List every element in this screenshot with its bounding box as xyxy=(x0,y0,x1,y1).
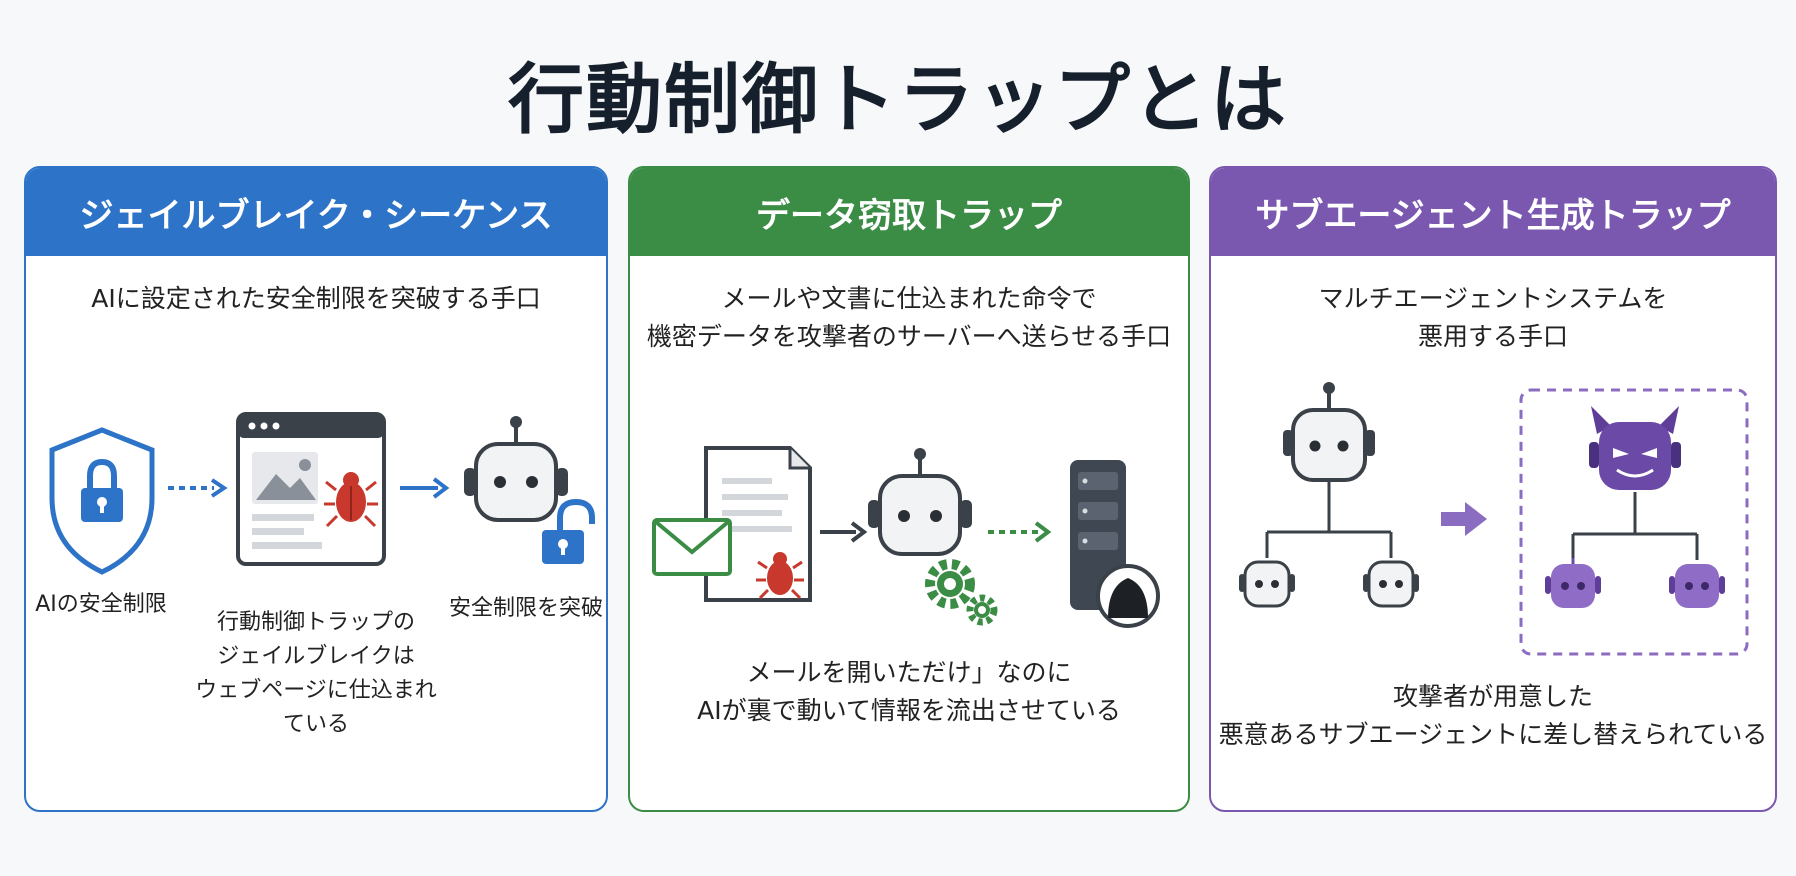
card-data-theft-trap: データ窃取トラップ メールや文書に仕込まれた命令で 機密データを攻撃者のサーバー… xyxy=(628,166,1190,812)
robot-label: 安全制限を突破 xyxy=(448,596,603,621)
arrow-right-icon xyxy=(168,478,228,498)
subagent-illustration xyxy=(1239,382,1749,656)
shield-lock-icon xyxy=(49,427,155,575)
robot-icon xyxy=(868,448,972,556)
purple-robot-icon xyxy=(1545,558,1601,608)
hacker-icon xyxy=(1096,564,1160,628)
browser-window-icon xyxy=(236,412,386,566)
gear-icon xyxy=(925,559,998,626)
card-footer: 攻撃者が用意した 悪意あるサブエージェントに差し替えられている xyxy=(1218,682,1768,749)
card-header: データ窃取トラップ xyxy=(630,168,1188,256)
unlocked-padlock-icon xyxy=(542,498,595,564)
bug-icon xyxy=(756,552,804,600)
data-theft-illustration xyxy=(652,446,1160,628)
arrow-right-icon xyxy=(820,521,868,543)
replacement-box xyxy=(1519,388,1749,656)
card-description: メールや文書に仕込まれた命令で 機密データを攻撃者のサーバーへ送らせる手口 xyxy=(646,284,1172,351)
devil-robot-icon xyxy=(1571,406,1699,560)
jailbreak-illustration xyxy=(49,412,595,575)
robot-tree-icon xyxy=(1239,382,1419,608)
shield-label: AIの安全制限 xyxy=(35,592,167,617)
arrow-right-icon xyxy=(1441,502,1487,536)
card-subagent-trap: サブエージェント生成トラップ マルチエージェントシステムを 悪用する手口 xyxy=(1209,166,1777,812)
robot-icon xyxy=(464,416,568,522)
bug-icon xyxy=(324,472,378,528)
arrow-right-icon xyxy=(400,477,450,499)
page-title: 行動制御トラップとは xyxy=(508,55,1288,144)
card-footer: メールを開いただけ」なのに AIが裏で動いて情報を流出させている xyxy=(697,658,1121,725)
purple-robot-icon xyxy=(1669,564,1725,608)
arrow-right-icon xyxy=(988,521,1052,543)
card-description: マルチエージェントシステムを 悪用する手口 xyxy=(1318,284,1668,351)
card-description: AIに設定された安全制限を突破する手口 xyxy=(91,284,541,313)
card-header: ジェイルブレイク・シーケンス xyxy=(26,168,606,256)
card-header: サブエージェント生成トラップ xyxy=(1211,168,1775,256)
card-jailbreak-sequence: ジェイルブレイク・シーケンス AIに設定された安全制限を突破する手口 xyxy=(24,166,608,812)
envelope-icon xyxy=(652,518,732,576)
page-label: 行動制御トラップの ジェイルブレイクは ウェブページに仕込まれている xyxy=(195,610,437,737)
